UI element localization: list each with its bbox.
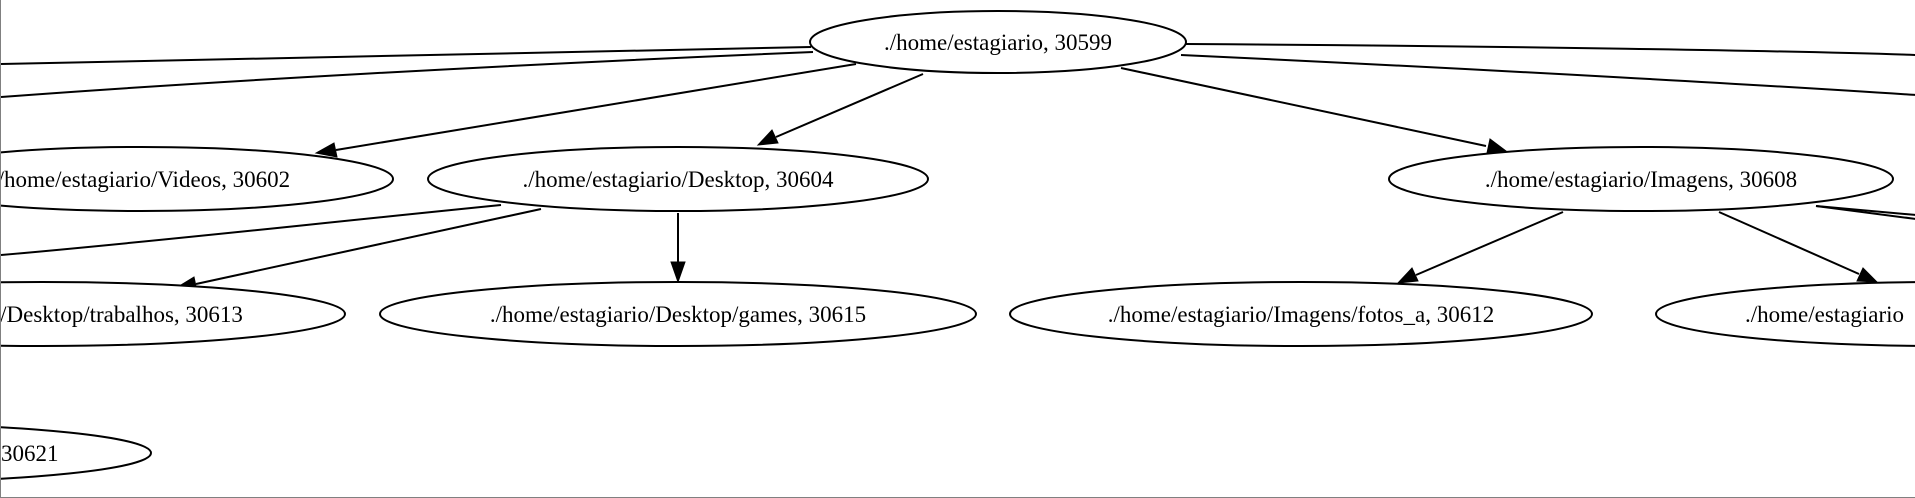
edge-root-offcanvas-left-1: [1, 46, 812, 65]
edge-root-to-imagens: [1120, 67, 1508, 154]
node-label: ./home/estagiario: [1745, 302, 1904, 327]
node-imagens-child-partial[interactable]: ./home/estagiario: [1655, 281, 1915, 347]
node-label: ./home/estagiario, 30599: [884, 30, 1112, 55]
edge-root-to-videos: [314, 63, 857, 158]
edge-root-offcanvas-right-2: [1180, 54, 1915, 96]
edge-root-to-desktop: [756, 73, 924, 146]
node-imagens[interactable]: ./home/estagiario/Imagens, 30608: [1388, 146, 1894, 212]
edge-root-offcanvas-left-2: [1, 51, 814, 98]
node-desktop[interactable]: ./home/estagiario/Desktop, 30604: [427, 146, 929, 212]
node-desktop-games[interactable]: ./home/estagiario/Desktop/games, 30615: [379, 281, 977, 347]
node-home-estagiario[interactable]: ./home/estagiario, 30599: [809, 10, 1187, 74]
node-label: ./home/estagiario/Imagens/fotos_a, 30612: [1108, 302, 1494, 327]
node-label: ./home/estagiario/Desktop/games, 30615: [490, 302, 866, 327]
node-desktop-trabalhos[interactable]: ./home/estagiario/Desktop/trabalhos, 306…: [1, 281, 346, 347]
edge-imagens-to-fotos-a: [1396, 211, 1564, 284]
node-videos[interactable]: ./home/estagiario/Videos, 30602: [1, 146, 394, 212]
node-label: ./home/estagiario/Videos, 30602: [1, 167, 290, 192]
edge-imagens-offcanvas-right-2: [1815, 205, 1915, 216]
node-imagens-fotos-a[interactable]: ./home/estagiario/Imagens/fotos_a, 30612: [1009, 281, 1593, 347]
node-label: ./home/estagiario/Imagens, 30608: [1485, 167, 1797, 192]
node-label: ./home/estagiario/Desktop/trabalhos, 306…: [1, 302, 243, 327]
node-label: 30621: [1, 441, 59, 466]
edge-root-offcanvas-right-1: [1185, 43, 1915, 56]
edge-imagens-to-offcanvas-child: [1718, 211, 1879, 283]
node-30621-partial[interactable]: 30621: [1, 424, 152, 482]
edge-desktop-to-trabalhos: [174, 208, 542, 292]
node-label: ./home/estagiario/Desktop, 30604: [522, 167, 834, 192]
edge-desktop-offcanvas-left: [1, 204, 502, 256]
edge-desktop-to-games: [670, 213, 686, 284]
